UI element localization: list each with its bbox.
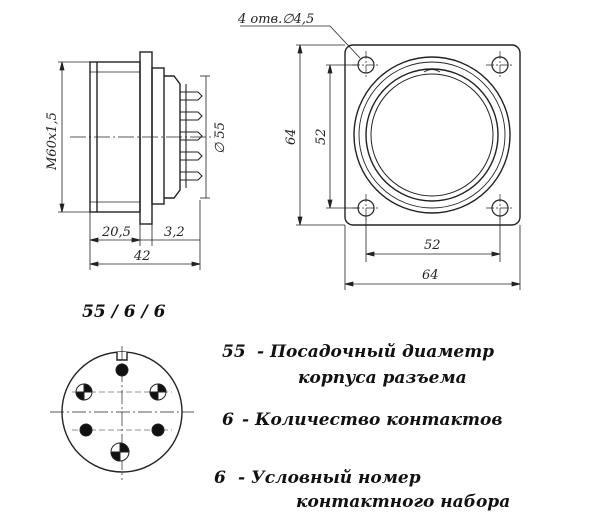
contact-pin (151, 423, 165, 437)
thread-label: M60x1,5 (45, 112, 60, 171)
contact-pin (115, 363, 129, 377)
front-view (344, 44, 521, 226)
contact-pin (79, 423, 93, 437)
side-view (70, 51, 215, 225)
front-height-outer-label: 64 (284, 128, 299, 145)
side-view-dimensions (58, 61, 210, 270)
legend-item3-line2: контактного набора (296, 492, 511, 512)
legend-item3-line1: - Условный номер (238, 468, 421, 488)
length-20-5-label: 20,5 (101, 225, 131, 240)
length-3-2-label: 3,2 (164, 225, 185, 240)
legend-item3-value: 6 (214, 468, 226, 488)
front-view-dimensions (240, 25, 521, 290)
contact-pins (75, 363, 167, 462)
front-width-outer-label: 64 (422, 268, 439, 283)
designation-code: 55 / 6 / 6 (82, 302, 166, 322)
legend-item1-line2: корпуса разъема (298, 368, 467, 388)
diameter-label: ∅ 55 (213, 122, 228, 154)
legend-item2-text: - Количество контактов (242, 410, 503, 430)
front-height-inner-label: 52 (314, 128, 329, 145)
front-width-inner-label: 52 (424, 238, 441, 253)
hole-note-label: 4 отв.∅4,5 (237, 12, 314, 27)
legend-item1-value: 55 (222, 342, 246, 362)
side-view-pins (180, 84, 203, 188)
legend-item2-value: 6 (222, 410, 234, 430)
legend-item1-line1: - Посадочный диаметр (257, 342, 495, 362)
length-total-label: 42 (133, 249, 151, 264)
